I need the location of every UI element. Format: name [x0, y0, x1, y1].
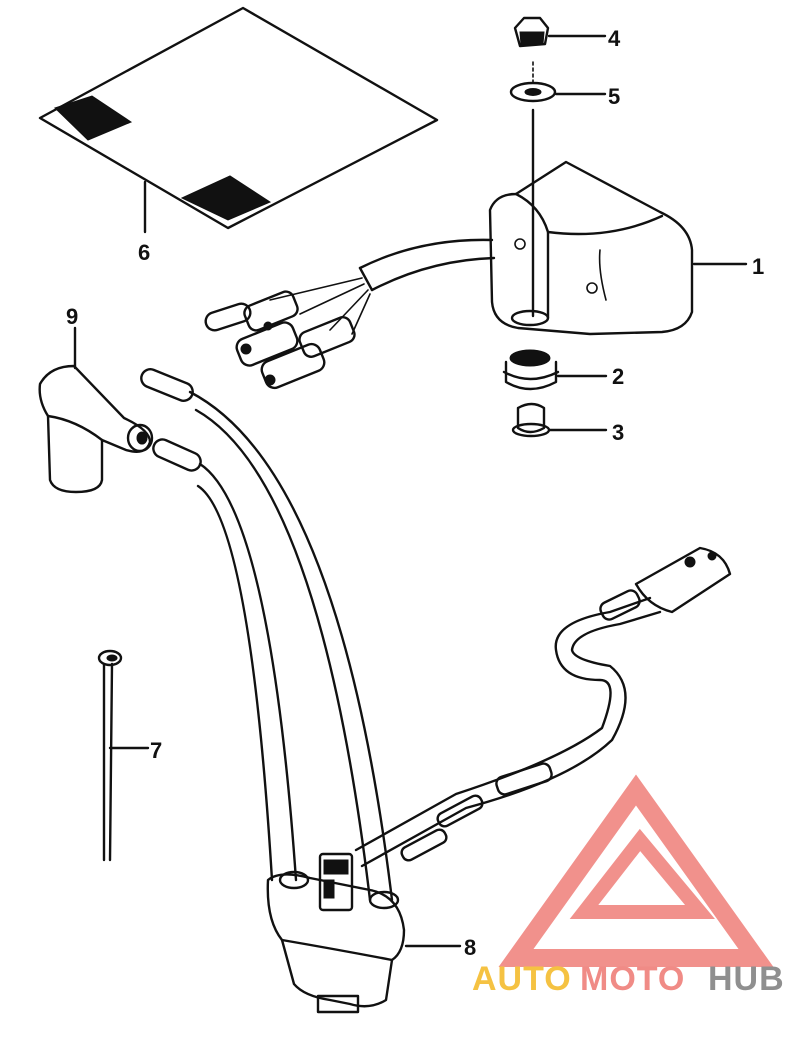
- cdi-unit-part: [488, 108, 748, 336]
- part-number-9: 9: [66, 304, 78, 329]
- coil-primary-wire: [354, 546, 732, 868]
- part-number-5: 5: [608, 84, 620, 109]
- label-sheet-part: [38, 6, 439, 234]
- part-number-7: 7: [150, 738, 162, 763]
- spark-plug-cap-part: [38, 326, 154, 494]
- part-number-2: 2: [612, 364, 624, 389]
- logo-triangle: [498, 774, 774, 967]
- part-number-1: 1: [752, 254, 764, 279]
- grommet-part: [502, 349, 608, 391]
- part-number-6: 6: [138, 240, 150, 265]
- ignition-leads: [140, 368, 394, 902]
- watermark-logo: AUTO MOTO HUB: [472, 774, 785, 998]
- nut-part: [513, 16, 607, 48]
- washer-part: [509, 61, 607, 103]
- logo-triangle-inner: [569, 828, 715, 919]
- cable-tie-part: [97, 649, 150, 862]
- logo-text-auto: AUTO: [472, 960, 572, 998]
- logo-text-hub: HUB: [708, 960, 785, 998]
- ignition-coil-part: [266, 852, 462, 1014]
- part-number-3: 3: [612, 420, 624, 445]
- part-number-8: 8: [464, 935, 476, 960]
- cdi-harness: [204, 238, 496, 390]
- logo-text-moto: MOTO: [580, 960, 685, 998]
- collar-part: [511, 402, 608, 438]
- part-number-4: 4: [608, 26, 621, 51]
